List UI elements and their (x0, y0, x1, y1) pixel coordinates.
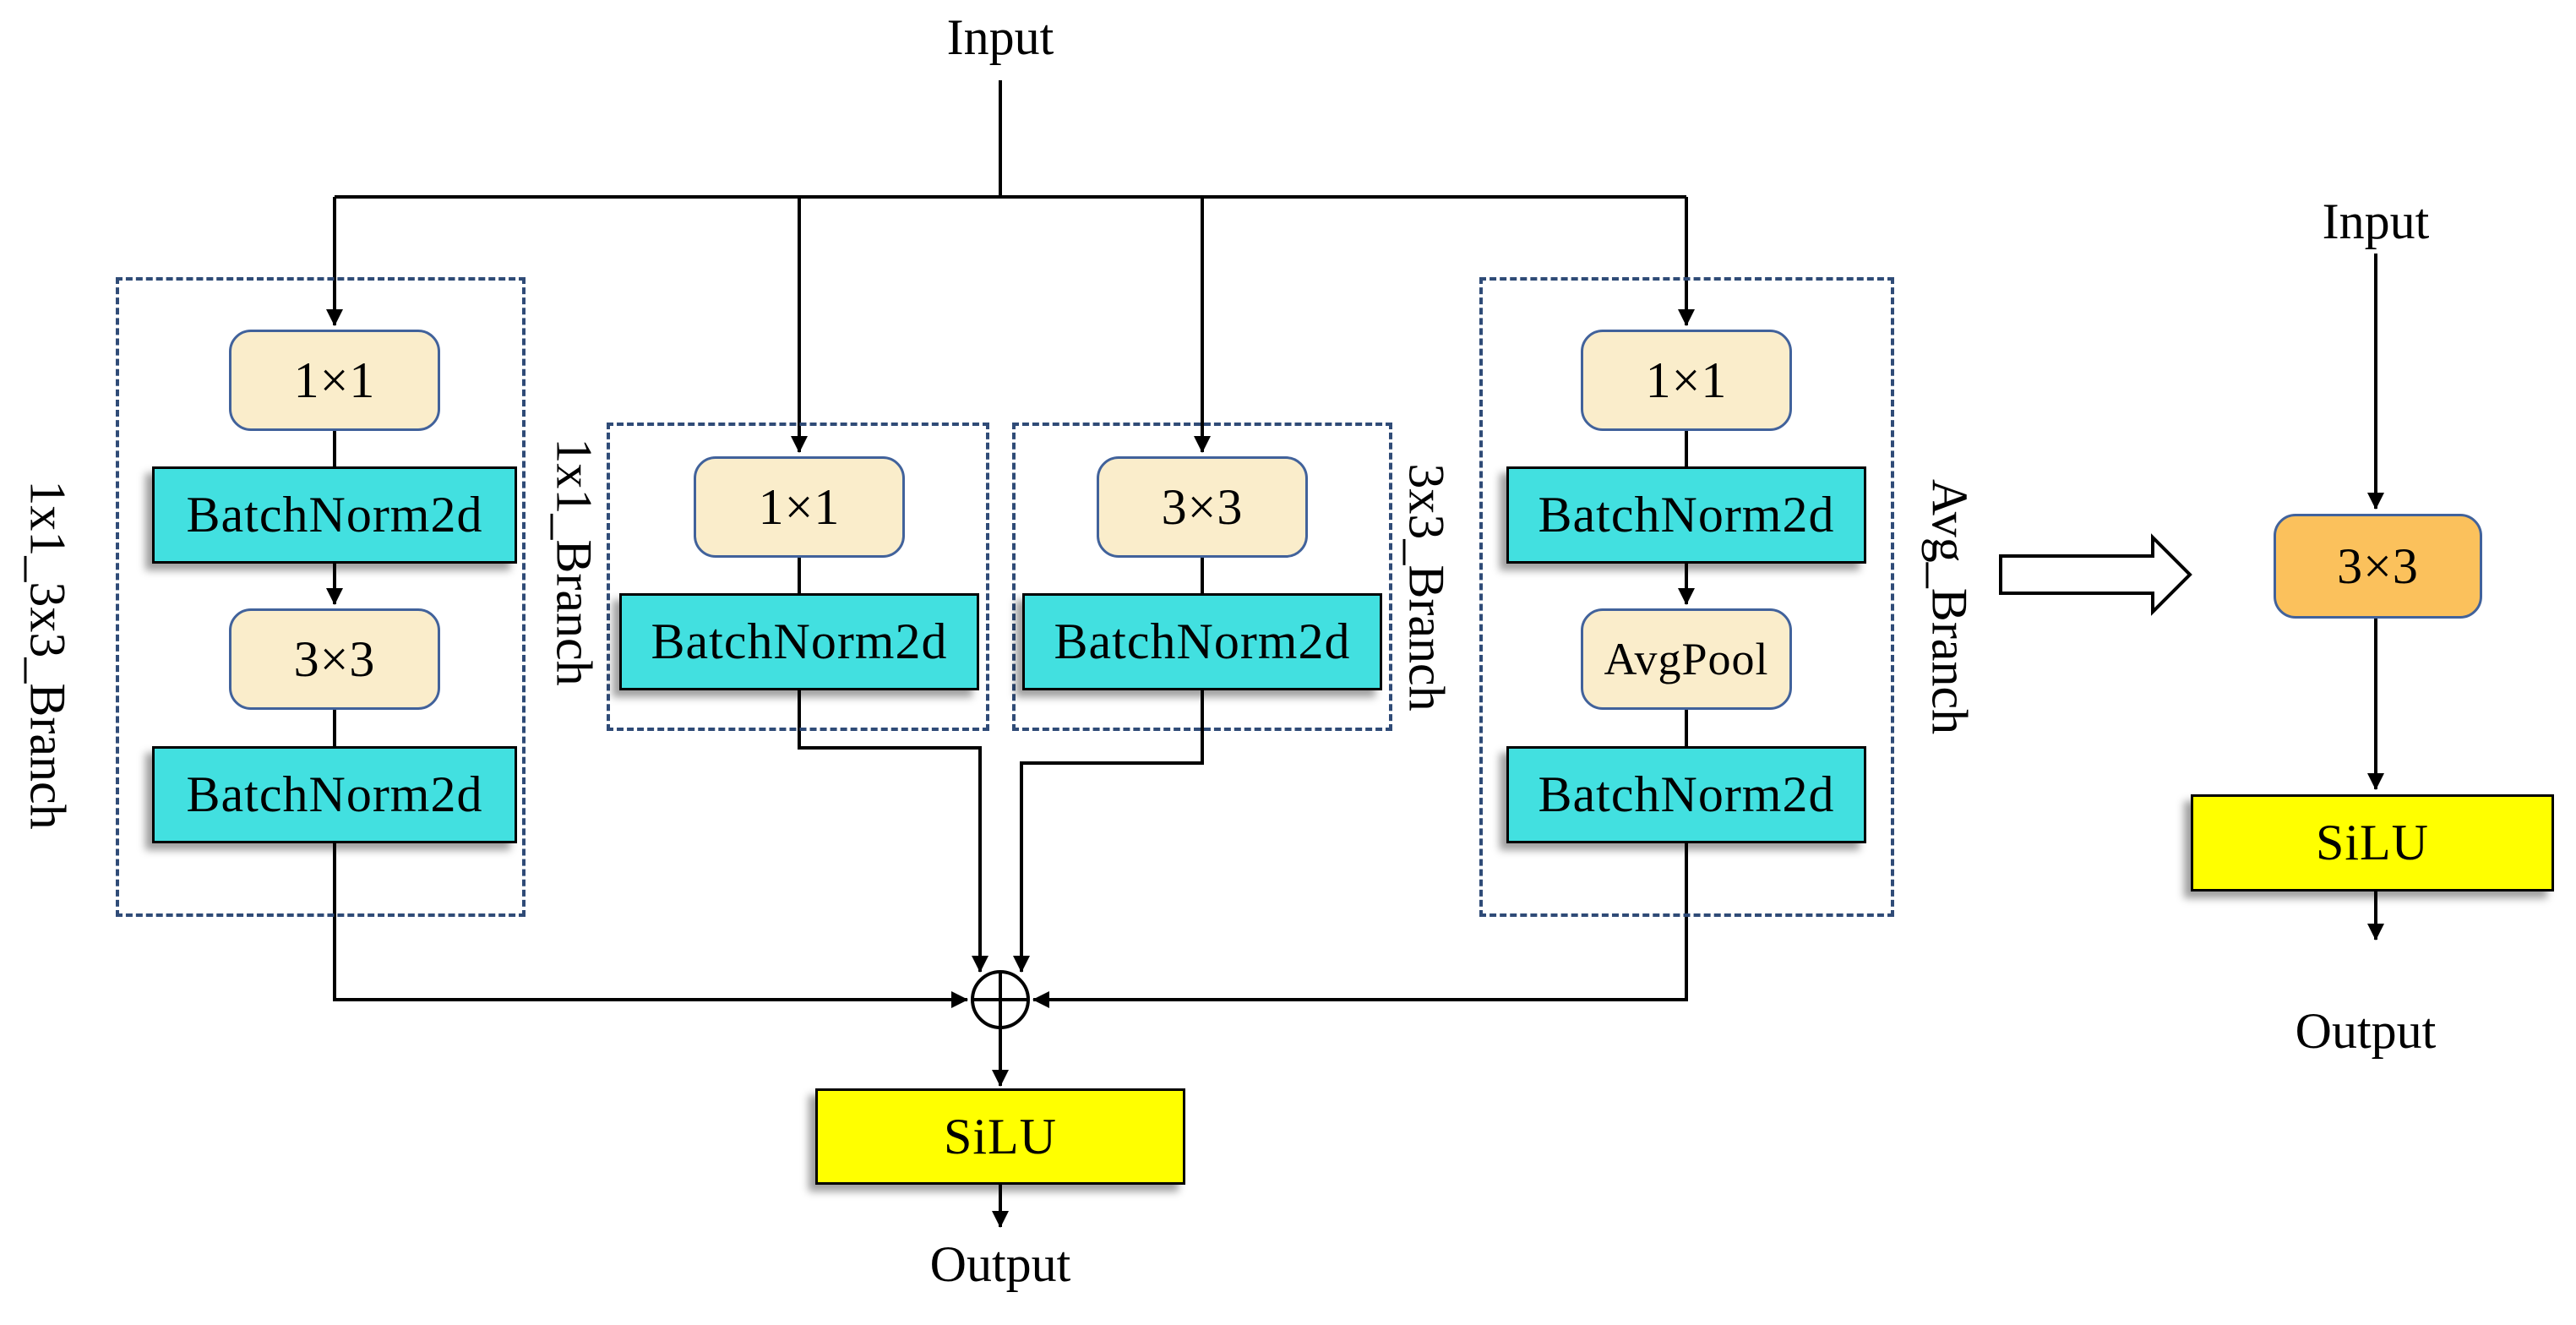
branch-group-3x3 (1012, 423, 1392, 731)
block-batchnorm2d: BatchNorm2d (619, 593, 979, 690)
block-conv-1x1: 1×1 (229, 330, 440, 431)
branch-label-avg: Avg_Branch (1921, 478, 1978, 735)
block-batchnorm2d: BatchNorm2d (1506, 466, 1866, 564)
block-conv-1x1: 1×1 (1581, 330, 1792, 431)
branch-label-3x3: 3x3_Branch (1398, 463, 1455, 712)
block-conv-3x3: 3×3 (229, 608, 440, 710)
merge-collector-lines (333, 690, 1688, 1008)
output-label: Output (929, 1236, 1071, 1292)
block-silu: SiLU (815, 1088, 1185, 1185)
circle-plus-icon (971, 970, 1030, 1087)
reparam-input-label: Input (2322, 194, 2430, 249)
block-batchnorm2d: BatchNorm2d (152, 746, 517, 843)
reparam-transform-arrow-icon (1999, 533, 2192, 616)
reparam-output-label: Output (2295, 1003, 2437, 1059)
branch-label-1x1-3x3: 1x1_3x3_Branch (19, 480, 76, 830)
branch-internal-lines (326, 431, 1695, 746)
block-conv-3x3: 3×3 (1097, 456, 1308, 558)
reparam-block-silu: SiLU (2191, 794, 2554, 892)
branch-group-1x1-3x3 (116, 277, 526, 917)
block-batchnorm2d: BatchNorm2d (152, 466, 517, 564)
block-batchnorm2d: BatchNorm2d (1506, 746, 1866, 843)
branch-group-1x1 (607, 423, 989, 731)
input-distribution-lines (326, 80, 1695, 453)
reparam-block-conv-3x3: 3×3 (2274, 514, 2482, 619)
input-label: Input (946, 9, 1054, 65)
branch-label-1x1: 1x1_Branch (546, 438, 602, 686)
block-conv-1x1: 1×1 (694, 456, 905, 558)
block-avgpool: AvgPool (1581, 608, 1792, 710)
block-batchnorm2d: BatchNorm2d (1022, 593, 1382, 690)
branch-group-avg (1479, 277, 1894, 917)
